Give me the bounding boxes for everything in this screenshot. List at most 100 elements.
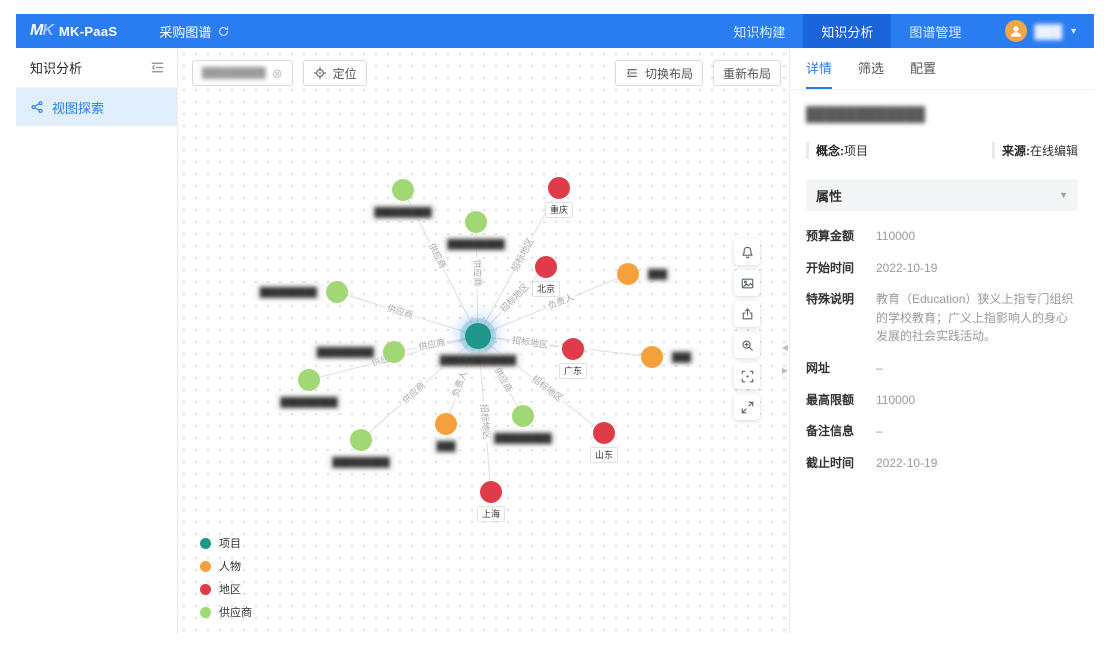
source-value: 在线编辑: [1029, 144, 1078, 158]
nav-item[interactable]: 知识构建: [733, 24, 786, 40]
user-menu[interactable]: ███ ▼: [979, 14, 1094, 48]
clear-tag-icon[interactable]: ⊗: [271, 65, 283, 81]
legend-dot: [200, 560, 211, 572]
canvas-top-left-overlay: █████████ ⊗ 定位: [192, 60, 367, 86]
graph-toolbar: [734, 239, 760, 420]
sidebar-header: 知识分析: [16, 48, 177, 88]
nav-menu: 知识构建 知识分析 图谱管理: [715, 14, 979, 48]
sidebar-item-view-explore[interactable]: 视图探索: [16, 88, 177, 126]
toolbar-bell-button[interactable]: [734, 239, 760, 265]
selected-node-tag-label: █████████: [202, 67, 266, 79]
attribute-row: 备注信息–: [806, 422, 1078, 441]
graph-node-supplier[interactable]: [465, 211, 487, 233]
graph-node-label: ███: [431, 438, 461, 454]
left-sidebar: 知识分析 视图探索: [16, 48, 178, 634]
selected-node-tag[interactable]: █████████ ⊗: [192, 60, 293, 86]
graph-node-label: █████████: [442, 236, 510, 252]
legend-dot: [200, 583, 211, 595]
export-icon: [742, 308, 752, 319]
chevron-down-icon: ▼: [1069, 26, 1078, 36]
panel-tab[interactable]: 详情: [806, 48, 833, 89]
locate-label: 定位: [332, 66, 357, 81]
toolbar-focus-button[interactable]: [734, 363, 760, 389]
graph-node-label: █████████: [327, 454, 395, 470]
legend-label: 供应商: [219, 607, 252, 619]
graph-node-region[interactable]: [593, 422, 615, 444]
collapse-caret-icon[interactable]: ▼: [1059, 190, 1068, 200]
attribute-value: –: [876, 424, 883, 439]
entity-meta: 概念:项目 来源:在线编辑: [806, 142, 1078, 159]
relayout-label: 重新布局: [722, 66, 771, 81]
graph-explore-icon: [31, 101, 43, 113]
graph-node-label: █████████: [311, 344, 379, 360]
graph-node-person[interactable]: [641, 346, 663, 368]
bell-icon: [741, 246, 753, 258]
nav-item[interactable]: 知识分析: [803, 14, 892, 48]
locate-button[interactable]: 定位: [302, 60, 367, 86]
project-switcher[interactable]: 采购图谱: [159, 22, 230, 41]
relayout-button[interactable]: 重新布局: [712, 60, 781, 86]
attribute-row: 特殊说明教育（Education）狭义上指专门组织的学校教育；广义上指影响人的身…: [806, 290, 1078, 346]
legend-label: 项目: [219, 538, 241, 550]
brand-logo-icon: MK: [30, 22, 54, 39]
panel-tab[interactable]: 配置: [910, 61, 937, 76]
attributes-section-header[interactable]: 属性 ▼: [806, 179, 1078, 211]
canvas-top-right-overlay: 切换布局 重新布局: [614, 60, 781, 86]
panel-tabs: 详情 筛选 配置: [790, 48, 1094, 90]
graph-node-project[interactable]: [465, 323, 491, 349]
attribute-label: 网址: [806, 360, 831, 375]
graph-node-label: ████████████: [434, 352, 522, 368]
graph-node-person[interactable]: [435, 413, 457, 435]
source-label: 来源:: [1001, 144, 1030, 158]
attribute-label: 预算金额: [806, 229, 855, 243]
attribute-value: 教育（Education）狭义上指专门组织的学校教育；广义上指影响人的身心发展的…: [876, 292, 1074, 344]
navbar-left: MK MK-PaaS 采购图谱: [16, 22, 230, 41]
graph-node-supplier[interactable]: [392, 179, 414, 201]
concept-value: 项目: [844, 144, 869, 158]
app-window: MK MK-PaaS 采购图谱 知识构建知识分析图谱管理 ███ ▼ 知识分析: [16, 14, 1094, 634]
edge-label: 供应商: [471, 257, 483, 289]
toolbar-export-button[interactable]: [734, 301, 760, 327]
toolbar-image-button[interactable]: [734, 270, 760, 296]
graph-node-supplier[interactable]: [383, 341, 405, 363]
main-content: 知识分析 视图探索 █████████ ⊗ 定位: [16, 48, 1094, 634]
graph-node-label: █████████: [275, 394, 343, 410]
graph-node-supplier[interactable]: [350, 429, 372, 451]
attribute-value: 110000: [876, 392, 916, 407]
graph-node-region[interactable]: [548, 177, 570, 199]
locate-icon: [313, 66, 326, 80]
graph-node-label: █████████: [489, 430, 557, 446]
graph-node-supplier[interactable]: [298, 369, 320, 391]
graph-node-person[interactable]: [617, 263, 639, 285]
graph-node-region[interactable]: [562, 338, 584, 360]
focus-icon: [741, 370, 753, 382]
graph-node-label: 广东: [558, 363, 588, 379]
concept-meta: 概念:项目: [806, 142, 868, 159]
image-icon: [741, 278, 753, 288]
brand-name: MK-PaaS: [58, 23, 118, 39]
sidebar-title: 知识分析: [30, 61, 83, 76]
toolbar-fullscreen-button[interactable]: [734, 394, 760, 420]
graph-node-region[interactable]: [535, 256, 557, 278]
graph-node-region[interactable]: [480, 481, 502, 503]
graph-canvas[interactable]: █████████ ⊗ 定位 切换布局 重新布局 ◀: [178, 48, 789, 634]
switch-layout-icon: [627, 69, 637, 77]
switch-layout-button[interactable]: 切换布局: [614, 60, 703, 86]
graph-node-supplier[interactable]: [512, 405, 534, 427]
refresh-icon[interactable]: [217, 25, 230, 38]
graph-node-supplier[interactable]: [326, 281, 348, 303]
collapse-right-icon[interactable]: ▶: [781, 366, 788, 375]
panel-tab[interactable]: 筛选: [858, 61, 885, 76]
attribute-label: 最高限额: [806, 392, 855, 407]
graph-node-label: █████████: [254, 284, 322, 300]
toolbar-zoom-in-button[interactable]: [734, 332, 760, 358]
switch-layout-label: 切换布局: [644, 66, 693, 81]
collapse-left-icon[interactable]: ◀: [781, 343, 788, 352]
menu-fold-icon[interactable]: [150, 60, 165, 75]
attribute-value: 2022-10-19: [876, 260, 938, 275]
nav-item[interactable]: 图谱管理: [909, 24, 962, 40]
